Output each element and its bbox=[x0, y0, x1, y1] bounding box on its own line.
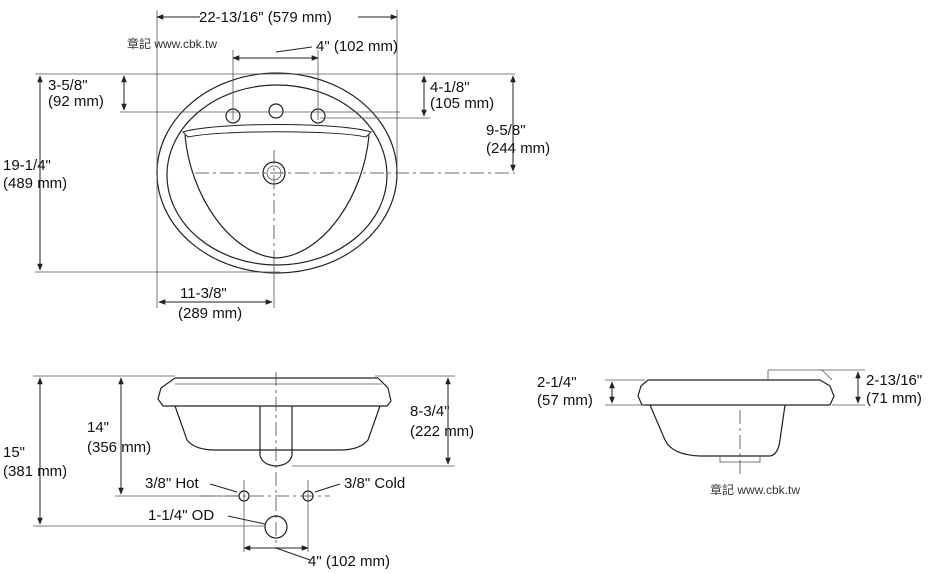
dim-rim-height-1: 2-1/4" bbox=[537, 374, 577, 391]
side-bowl bbox=[649, 404, 786, 457]
side-rim bbox=[637, 379, 835, 406]
dim-drain-depth-2: (244 mm) bbox=[486, 140, 550, 157]
front-view: 3/8" Hot 3/8" Cold 1-1/4" OD 4" (102 mm)… bbox=[3, 372, 474, 570]
dim-supply-spread: 4" (102 mm) bbox=[308, 553, 390, 570]
side-view: 2-1/4" (57 mm) 2-13/16" (71 mm) 章記 www.c… bbox=[537, 369, 922, 497]
dim-supply-height-1: 14" bbox=[87, 419, 109, 436]
faucet-deck bbox=[182, 124, 372, 138]
dim-bowl-depth-2: (222 mm) bbox=[410, 423, 474, 440]
dim-hole-depth-right-2: (105 mm) bbox=[430, 95, 494, 112]
dim-half-width-1: 11-3/8" bbox=[180, 285, 227, 302]
bowl-outline bbox=[184, 134, 370, 259]
dim-faucet-spread: 4" (102 mm) bbox=[316, 38, 398, 55]
label-cold: 3/8" Cold bbox=[344, 475, 405, 492]
dim-hole-depth-left-2: (92 mm) bbox=[48, 93, 104, 110]
side-deck bbox=[768, 369, 833, 381]
dim-deck-height-1: 2-13/16" bbox=[866, 372, 922, 389]
label-hot: 3/8" Hot bbox=[145, 475, 200, 492]
watermark-top: 章記 www.cbk.tw bbox=[127, 36, 217, 51]
dim-bowl-depth-1: 8-3/4" bbox=[410, 403, 450, 420]
drain-outlet bbox=[264, 515, 288, 539]
dim-hole-depth-left-1: 3-5/8" bbox=[48, 77, 88, 94]
front-rim bbox=[157, 377, 392, 407]
dim-overall-depth-1: 19-1/4" bbox=[3, 157, 51, 174]
dim-overall-depth-2: (489 mm) bbox=[3, 175, 67, 192]
dim-total-height-1: 15" bbox=[3, 444, 25, 461]
faucet-hole-center bbox=[268, 103, 284, 119]
top-view: 22-13/16" (579 mm) 4" (102 mm) 3-5/8" (9… bbox=[3, 9, 550, 322]
dim-rim-height-2: (57 mm) bbox=[537, 392, 593, 409]
dim-hole-depth-right-1: 4-1/8" bbox=[430, 79, 470, 96]
label-outlet: 1-1/4" OD bbox=[148, 507, 214, 524]
sink-inner-rim bbox=[166, 84, 388, 266]
dim-deck-height-2: (71 mm) bbox=[866, 390, 922, 407]
front-bowl bbox=[174, 405, 381, 451]
dim-drain-depth-1: 9-5/8" bbox=[486, 122, 526, 139]
watermark-side: 章記 www.cbk.tw bbox=[710, 482, 800, 497]
dim-total-height-2: (381 mm) bbox=[3, 463, 67, 480]
dim-half-width-2: (289 mm) bbox=[178, 305, 242, 322]
dim-overall-width: 22-13/16" (579 mm) bbox=[199, 9, 332, 26]
dim-supply-height-2: (356 mm) bbox=[87, 439, 151, 456]
